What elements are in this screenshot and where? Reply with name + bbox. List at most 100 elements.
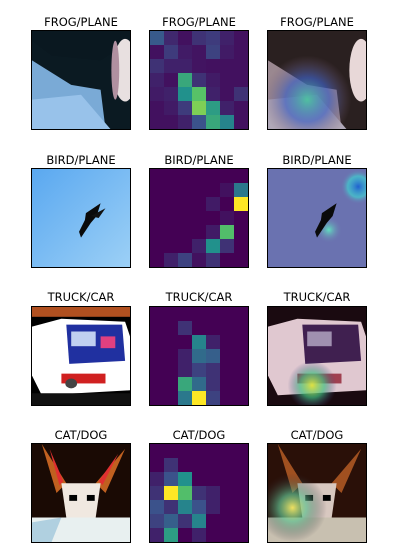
heatmap-cell [164,101,178,115]
heatmap-cell [164,59,178,73]
heatmap-cell [206,321,220,335]
row4-overlay-image [267,443,367,543]
row3-heatmap-grid [150,307,248,405]
heatmap-cell [178,239,192,253]
row1-overlay-image [267,30,367,130]
heatmap-cell [150,391,164,405]
heatmap-cell [178,391,192,405]
heatmap-cell [150,321,164,335]
heatmap-cell [206,211,220,225]
heatmap-cell [192,444,206,458]
heatmap-cell [192,101,206,115]
heatmap-cell [150,363,164,377]
heatmap-cell [164,115,178,129]
heatmap-cell [178,115,192,129]
heatmap-cell [164,87,178,101]
heatmap-cell [220,321,234,335]
row2-heatmap [149,168,249,268]
heatmap-cell [220,225,234,239]
heatmap-cell [206,59,220,73]
heatmap-cell [164,486,178,500]
heatmap-cell [234,45,248,59]
row2-overlay-title: BIRD/PLANE [282,153,352,167]
heatmap-cell [234,169,248,183]
heatmap-cell [164,500,178,514]
heatmap-cell [150,528,164,542]
heatmap-cell [150,349,164,363]
heatmap-cell [150,500,164,514]
heatmap-cell [178,87,192,101]
heatmap-cell [164,528,178,542]
heatmap-cell [192,500,206,514]
heatmap-cell [206,391,220,405]
heatmap-cell [178,514,192,528]
row2-input-image [31,168,131,268]
heatmap-cell [234,514,248,528]
heatmap-cell [164,321,178,335]
row4-overlay-title: CAT/DOG [290,428,344,442]
heatmap-cell [192,59,206,73]
heatmap-cell [164,514,178,528]
heatmap-cell [164,458,178,472]
heatmap-cell [150,211,164,225]
row1-heatmap-grid [150,31,248,129]
heatmap-cell [192,197,206,211]
heatmap-cell [164,73,178,87]
heatmap-cell [192,73,206,87]
heatmap-cell [206,101,220,115]
row2-heatmap-title: BIRD/PLANE [164,153,234,167]
heatmap-cell [206,169,220,183]
heatmap-cell [206,363,220,377]
heatmap-cell [150,377,164,391]
row3-overlay-title: TRUCK/CAR [283,290,351,304]
heatmap-cell [150,253,164,267]
heatmap-cell [192,307,206,321]
heatmap-cell [164,363,178,377]
heatmap-cell [220,444,234,458]
heatmap-cell [164,335,178,349]
heatmap-cell [192,87,206,101]
heatmap-cell [234,321,248,335]
heatmap-cell [234,211,248,225]
heatmap-cell [206,197,220,211]
heatmap-cell [220,514,234,528]
heatmap-cell [178,377,192,391]
heatmap-cell [192,349,206,363]
row3-heatmap [149,306,249,406]
heatmap-cell [164,45,178,59]
heatmap-cell [234,391,248,405]
heatmap-cell [164,31,178,45]
heatmap-cell [192,514,206,528]
heatmap-cell [192,45,206,59]
heatmap-cell [234,73,248,87]
heatmap-cell [206,239,220,253]
row2-overlay-image [267,168,367,268]
heatmap-cell [164,391,178,405]
heatmap-cell [234,500,248,514]
heatmap-cell [206,444,220,458]
heatmap-cell [192,115,206,129]
heatmap-cell [178,444,192,458]
heatmap-cell [178,335,192,349]
heatmap-cell [206,349,220,363]
row1-heatmap-title: FROG/PLANE [162,15,236,29]
heatmap-cell [150,472,164,486]
heatmap-cell [220,500,234,514]
heatmap-cell [234,101,248,115]
heatmap-cell [164,225,178,239]
row1-overlay-title: FROG/PLANE [280,15,354,29]
row1-image-title: FROG/PLANE [44,15,118,29]
heatmap-cell [150,486,164,500]
row4-image-title: CAT/DOG [54,428,108,442]
heatmap-cell [234,87,248,101]
heatmap-cell [150,335,164,349]
heatmap-cell [164,169,178,183]
heatmap-cell [178,363,192,377]
heatmap-cell [150,73,164,87]
heatmap-cell [220,253,234,267]
heatmap-cell [234,472,248,486]
heatmap-cell [206,486,220,500]
heatmap-cell [206,45,220,59]
heatmap-cell [206,253,220,267]
heatmap-cell [220,239,234,253]
